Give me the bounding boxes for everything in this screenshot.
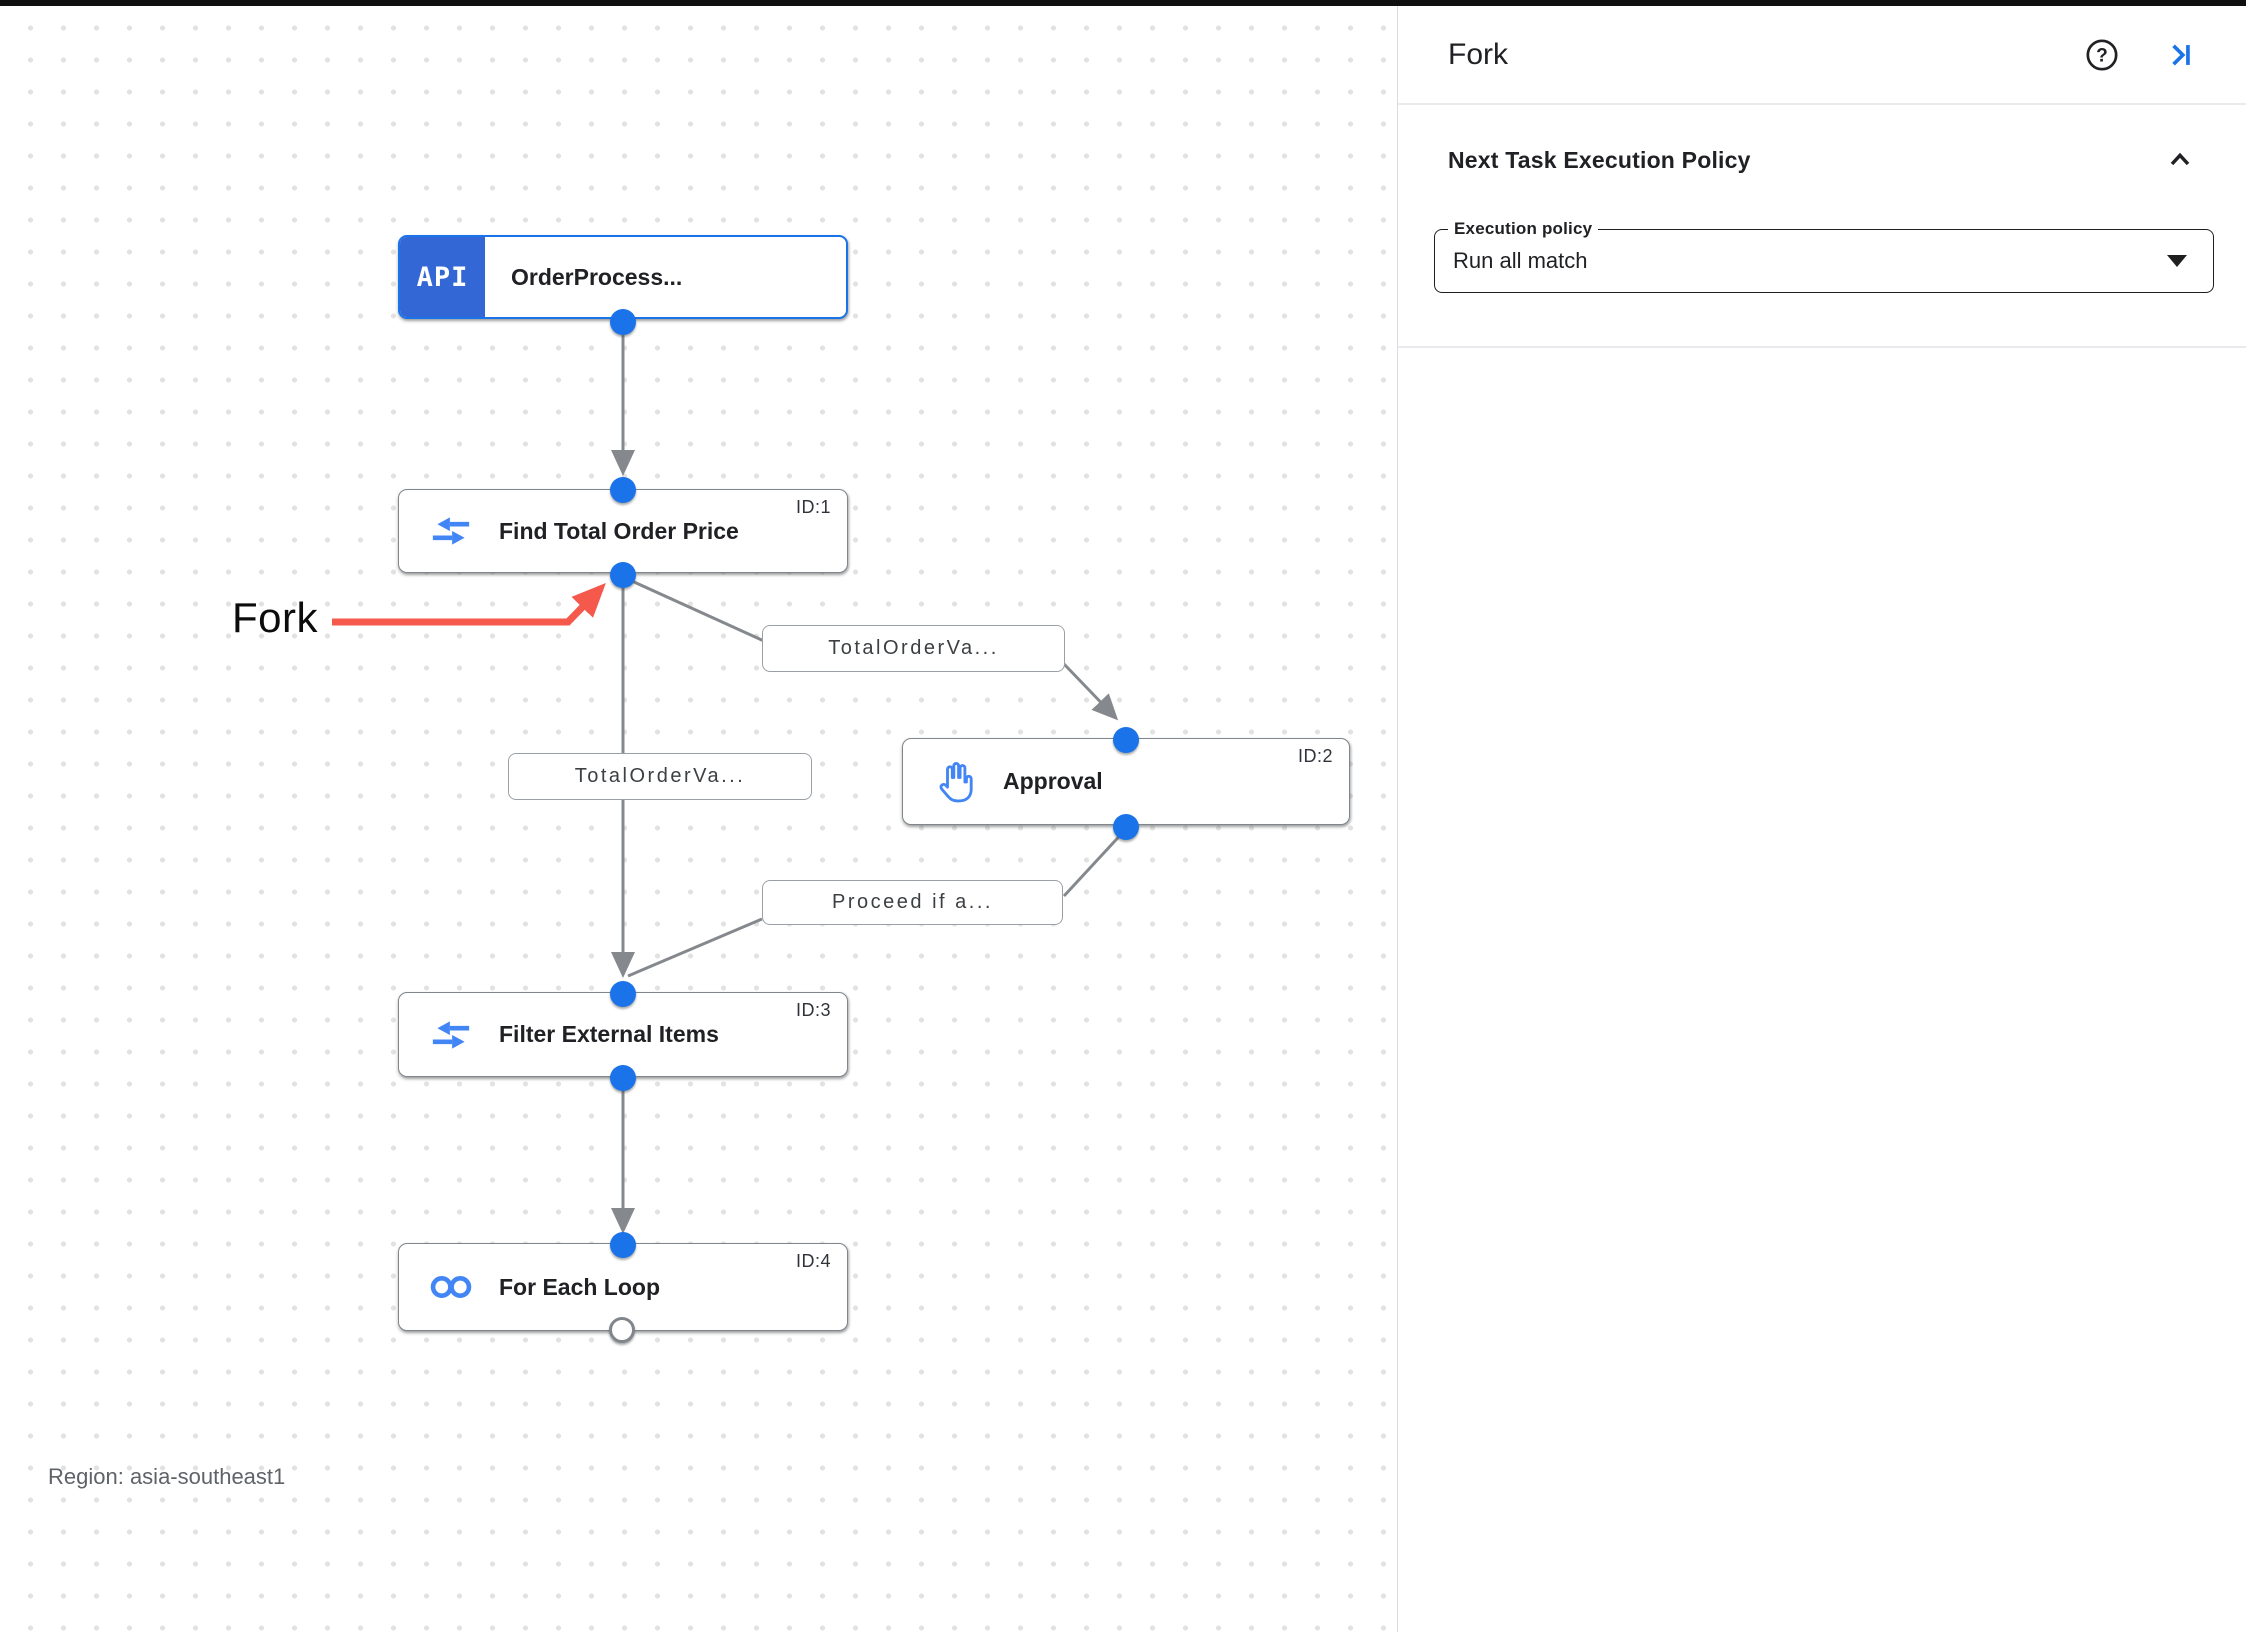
section-title: Next Task Execution Policy: [1448, 146, 1751, 173]
port-out-foreach-open[interactable]: [609, 1317, 635, 1343]
section-divider: [1398, 346, 2246, 348]
execution-policy-label: Execution policy: [1448, 219, 1599, 239]
port-in-foreach[interactable]: [610, 1232, 636, 1258]
header-divider: [1398, 103, 2246, 105]
fork-annotation-label: Fork: [232, 594, 318, 641]
execution-policy-value: Run all match: [1453, 248, 1588, 273]
port-in-approval[interactable]: [1113, 727, 1139, 753]
port-out-find-fork[interactable]: [610, 562, 636, 588]
edge-approval-to-filter-b: [627, 917, 763, 978]
node-approval[interactable]: Approval ID:2: [902, 738, 1350, 825]
section-next-task-policy: Next Task Execution Policy: [1448, 142, 2198, 178]
hand-approval-icon: [933, 761, 977, 803]
port-in-filter[interactable]: [610, 981, 636, 1007]
workflow-canvas[interactable]: API OrderProcess... Find Total Order Pri…: [0, 0, 1397, 1632]
chevron-up-icon: [2170, 152, 2190, 166]
data-mapping-icon: [429, 1018, 473, 1052]
help-icon: ?: [2086, 38, 2118, 71]
node-id-badge: ID:1: [795, 497, 831, 517]
edge-find-to-approval-a: [622, 575, 765, 643]
node-api-trigger[interactable]: API OrderProcess...: [398, 235, 848, 319]
window-top-border: [0, 0, 2246, 6]
edges-layer: [332, 322, 1128, 1234]
node-id-badge: ID:3: [795, 1000, 831, 1020]
port-in-find[interactable]: [610, 477, 636, 503]
svg-text:?: ?: [2096, 45, 2108, 66]
config-panel: Fork ? Next Task Execution Policy: [1397, 0, 2246, 1632]
port-out-trigger[interactable]: [610, 309, 636, 335]
node-id-badge: ID:4: [795, 1251, 831, 1271]
loop-infinity-icon: [429, 1274, 473, 1300]
fork-annotation-arrow: [332, 582, 606, 626]
node-title: Approval: [1003, 768, 1103, 794]
collapse-panel-button[interactable]: [2162, 37, 2198, 73]
port-out-approval[interactable]: [1113, 814, 1139, 840]
dropdown-arrow-icon: [2167, 255, 2187, 267]
collapse-section-button[interactable]: [2162, 142, 2198, 178]
edge-label-total-order-right[interactable]: TotalOrderVa...: [762, 625, 1065, 672]
edge-find-to-approval-b: [1062, 662, 1119, 721]
node-title: For Each Loop: [499, 1273, 660, 1300]
edge-label-proceed[interactable]: Proceed if a...: [762, 880, 1063, 925]
panel-header: Fork ?: [1398, 6, 2246, 103]
port-out-filter[interactable]: [610, 1065, 636, 1091]
data-mapping-icon: [429, 514, 473, 548]
help-button[interactable]: ?: [2084, 37, 2120, 73]
node-title: Find Total Order Price: [499, 517, 739, 544]
collapse-panel-icon: [2172, 43, 2190, 66]
edge-label-total-order-left[interactable]: TotalOrderVa...: [508, 753, 812, 800]
api-trigger-badge: API: [400, 237, 485, 317]
execution-policy-select[interactable]: Execution policy Run all match: [1434, 219, 2214, 293]
node-title: OrderProcess...: [511, 263, 683, 290]
node-title: Filter External Items: [499, 1021, 719, 1047]
node-id-badge: ID:2: [1297, 746, 1333, 766]
panel-title: Fork: [1448, 37, 1508, 71]
region-label: Region: asia-southeast1: [48, 1464, 286, 1489]
edge-approval-to-filter-a: [1062, 827, 1128, 898]
